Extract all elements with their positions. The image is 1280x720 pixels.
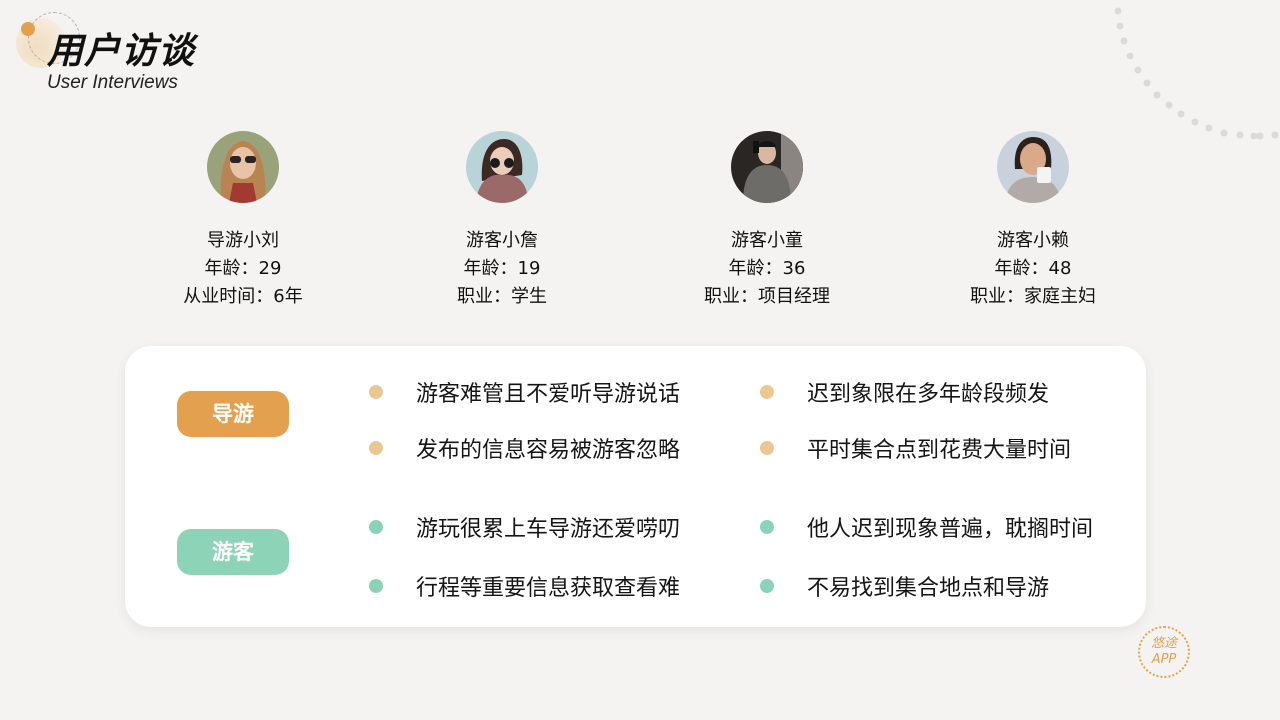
avatar	[997, 131, 1069, 203]
guide-finding: 平时集合点到花费大量时间	[760, 432, 1071, 464]
persona-card: 导游小刘 年龄：29 从业时间：6年	[123, 131, 363, 311]
persona-name: 游客小童	[731, 230, 803, 251]
persona-age: 年龄：19	[463, 258, 541, 279]
avatar	[731, 131, 803, 203]
app-logo-badge: 悠途 APP	[1138, 626, 1190, 678]
avatar	[466, 131, 538, 203]
bullet-dot-icon	[760, 520, 774, 534]
tourist-tag: 游客	[177, 529, 289, 575]
avatar-woman-smiling-cup-icon	[997, 131, 1069, 203]
persona-name: 游客小赖	[997, 230, 1069, 251]
guide-finding: 迟到象限在多年龄段频发	[760, 376, 1049, 408]
avatar-man-selfie-icon	[731, 131, 803, 203]
tourist-finding: 不易找到集合地点和导游	[760, 570, 1049, 602]
avatar	[207, 131, 279, 203]
tourist-finding: 游玩很累上车导游还爱唠叨	[369, 511, 680, 543]
tourist-finding: 行程等重要信息获取查看难	[369, 570, 680, 602]
bullet-dot-icon	[760, 441, 774, 455]
bullet-dot-icon	[760, 385, 774, 399]
page-title: 用户访谈	[47, 31, 196, 72]
persona-age: 年龄：48	[994, 258, 1072, 279]
bullet-dot-icon	[369, 579, 383, 593]
bullet-dot-icon	[760, 579, 774, 593]
avatar-woman-sunglasses-icon	[207, 131, 279, 203]
tourist-finding: 他人迟到现象普遍，耽搁时间	[760, 511, 1093, 543]
title-decoration-dashed-ring	[28, 12, 80, 64]
persona-card: 游客小詹 年龄：19 职业：学生	[382, 131, 622, 311]
persona-detail: 从业时间：6年	[183, 286, 303, 307]
persona-age: 年龄：29	[204, 258, 282, 279]
badge-line-1: 悠途	[1150, 636, 1177, 651]
dotted-arc-decoration	[1114, 7, 1279, 140]
guide-finding: 发布的信息容易被游客忽略	[369, 432, 680, 464]
findings-card: 导游 游客 游客难管且不爱听导游说话 迟到象限在多年龄段频发 发布的信息容易被游…	[125, 346, 1146, 627]
guide-tag: 导游	[177, 391, 289, 437]
persona-age: 年龄：36	[728, 258, 806, 279]
bullet-dot-icon	[369, 441, 383, 455]
bullet-dot-icon	[369, 520, 383, 534]
persona-name: 游客小詹	[466, 230, 538, 251]
avatar-girl-scarf-sunglasses-icon	[466, 131, 538, 203]
bullet-dot-icon	[369, 385, 383, 399]
persona-detail: 职业：家庭主妇	[970, 286, 1096, 307]
page-subtitle: User Interviews	[47, 72, 178, 93]
persona-detail: 职业：学生	[457, 286, 547, 307]
badge-line-2: APP	[1151, 652, 1177, 667]
persona-card: 游客小童 年龄：36 职业：项目经理	[647, 131, 887, 311]
persona-name: 导游小刘	[207, 230, 279, 251]
title-decoration-dot	[21, 22, 35, 36]
persona-detail: 职业：项目经理	[704, 286, 830, 307]
guide-finding: 游客难管且不爱听导游说话	[369, 376, 680, 408]
persona-card: 游客小赖 年龄：48 职业：家庭主妇	[913, 131, 1153, 311]
